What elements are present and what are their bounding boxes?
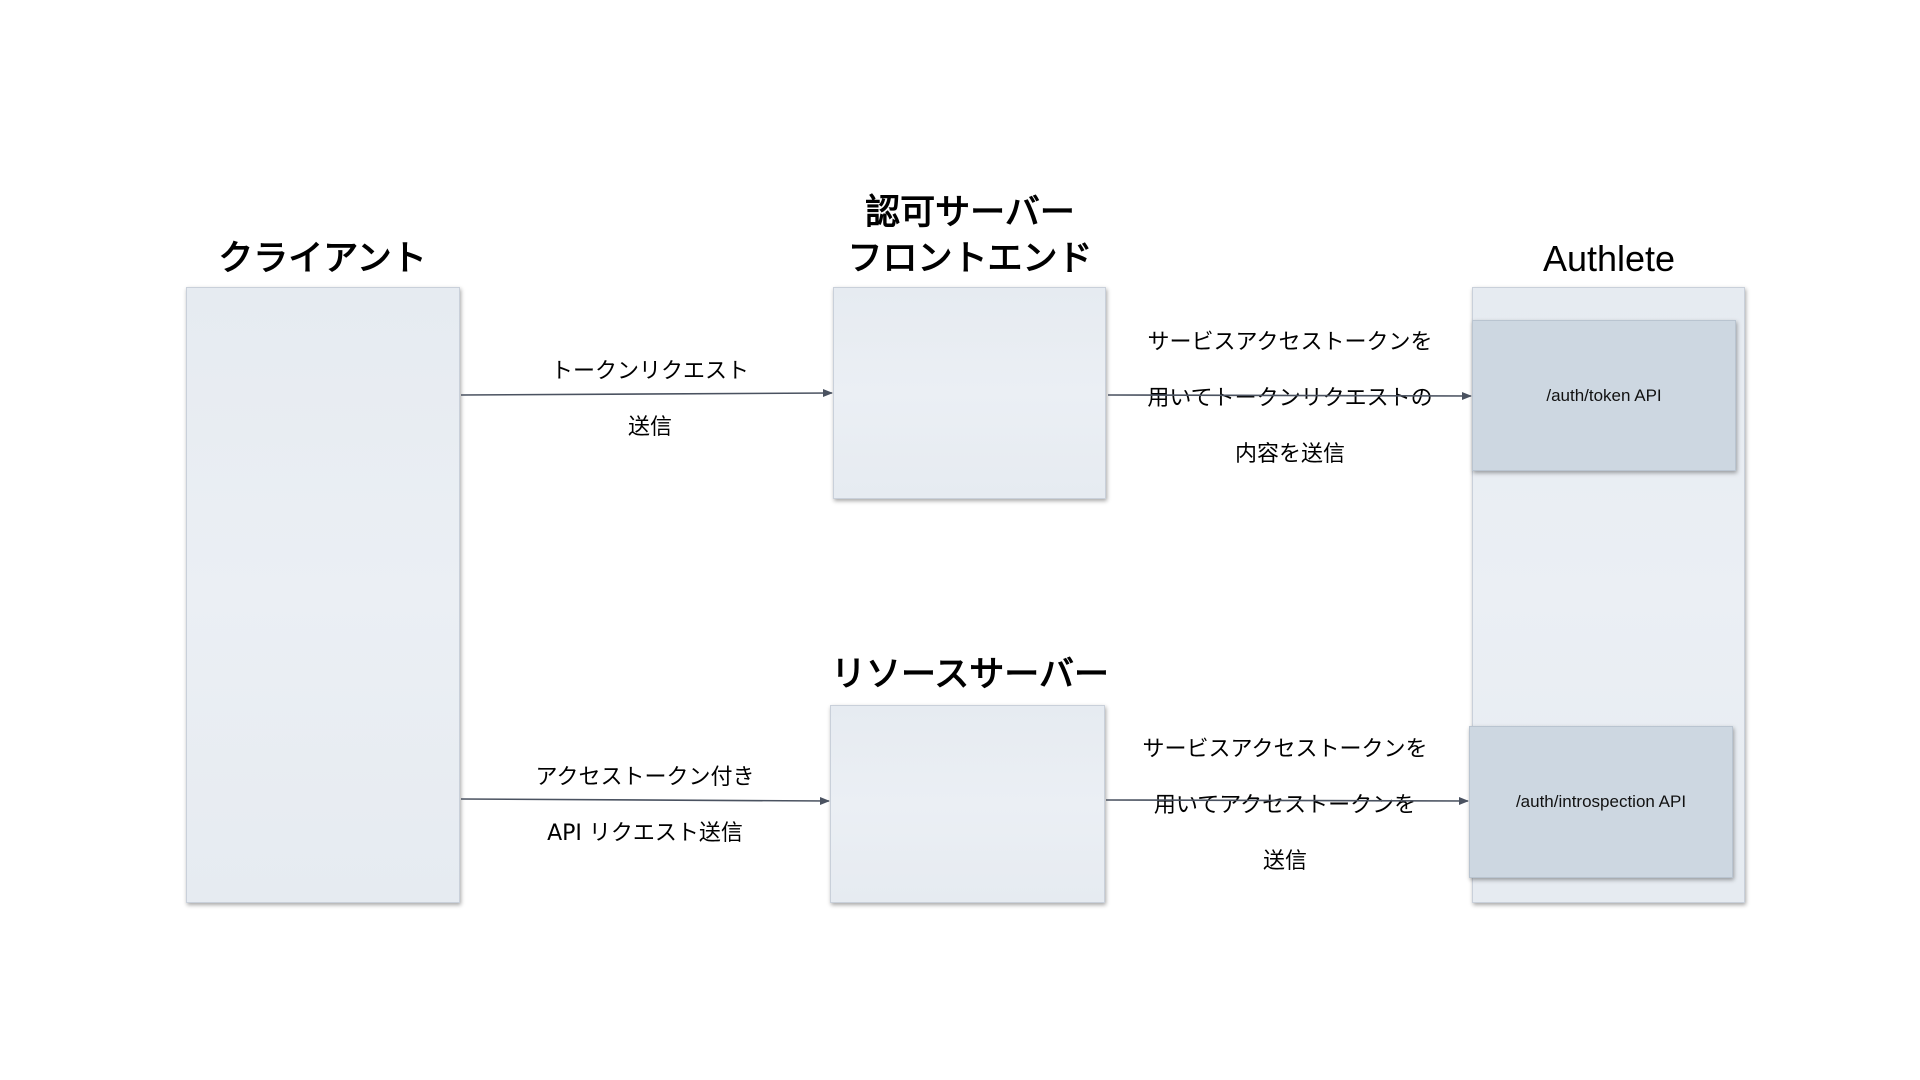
- auth-frontend-title-line1: 認可サーバー: [865, 193, 1075, 233]
- introspection-forward-label: サービスアクセストークンを 用いてアクセストークンを 送信: [1110, 708, 1460, 904]
- api-request-label-line1: アクセストークン付き: [535, 765, 755, 790]
- token-request-label-line1: トークンリクエスト: [550, 359, 749, 384]
- auth-frontend-title: 認可サーバー フロントエンド: [830, 190, 1110, 282]
- introspection-forward-label-line2: 用いてアクセストークンを: [1153, 793, 1417, 818]
- introspection-forward-label-line3: 送信: [1262, 849, 1307, 874]
- token-forward-label-line2: 用いてトークンリクエストの: [1147, 386, 1433, 411]
- auth-frontend-title-line2: フロントエンド: [847, 239, 1093, 279]
- client-box: [186, 287, 460, 903]
- token-api-label: /auth/token API: [1546, 385, 1662, 405]
- resource-server-box: [830, 705, 1105, 903]
- auth-frontend-box: [833, 287, 1106, 499]
- introspection-forward-label-line1: サービスアクセストークンを: [1142, 737, 1428, 762]
- token-forward-label-line1: サービスアクセストークンを: [1147, 330, 1433, 355]
- introspection-api-label: /auth/introspection API: [1515, 792, 1687, 811]
- token-request-label: トークンリクエスト 送信: [500, 330, 800, 470]
- api-request-label: アクセストークン付き API リクエスト送信: [495, 736, 795, 876]
- token-request-label-line2: 送信: [627, 415, 672, 440]
- authlete-title: Authlete: [1542, 238, 1676, 279]
- client-title: クライアント: [218, 239, 427, 279]
- resource-server-title: リソースサーバー: [831, 655, 1109, 695]
- token-forward-label: サービスアクセストークンを 用いてトークンリクエストの 内容を送信: [1115, 301, 1465, 497]
- token-forward-label-line3: 内容を送信: [1234, 442, 1345, 467]
- introspection-api-box: /auth/introspection API: [1469, 726, 1733, 878]
- token-api-box: /auth/token API: [1472, 320, 1736, 471]
- api-request-label-line2: API リクエスト送信: [547, 821, 743, 846]
